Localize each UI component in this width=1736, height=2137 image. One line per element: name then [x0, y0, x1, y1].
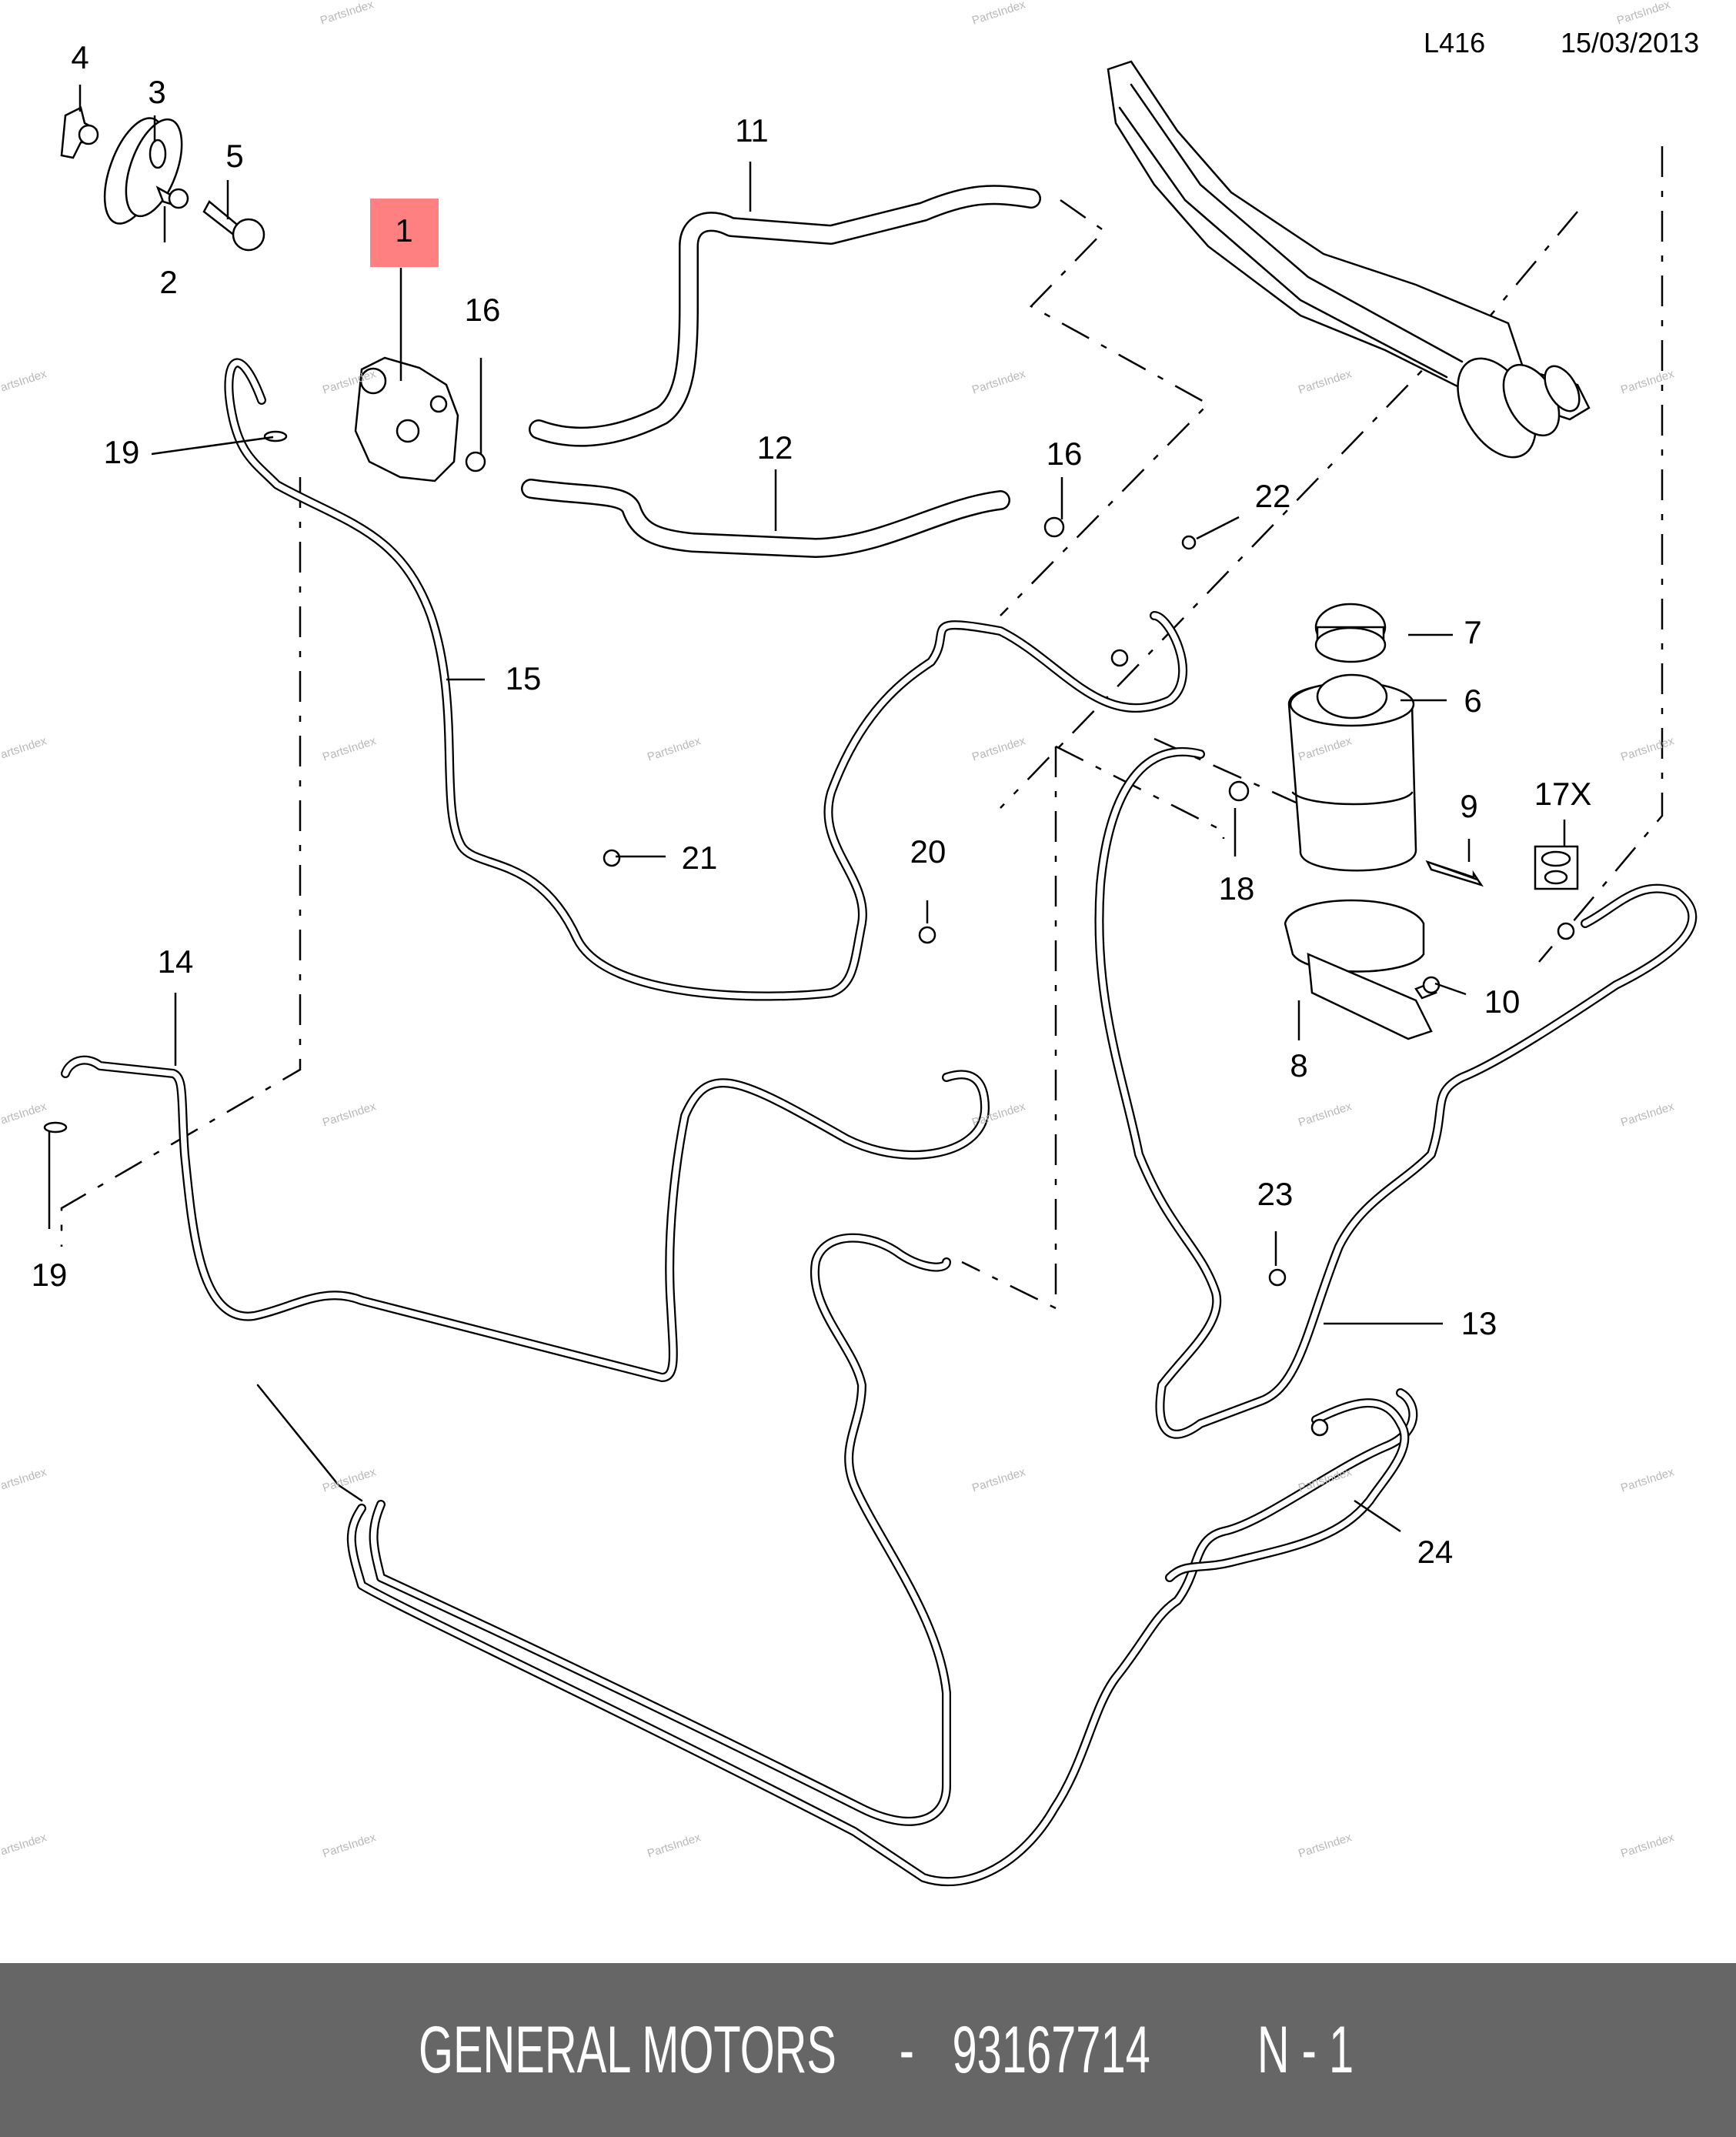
- callout-22[interactable]: 22: [1254, 478, 1291, 514]
- steering-rack: [1107, 60, 1591, 459]
- leader-lines: [48, 85, 1566, 1533]
- callout-5[interactable]: 5: [225, 138, 244, 174]
- footer-part-number: 93167714: [952, 2012, 1150, 2087]
- callout-8[interactable]: 8: [1290, 1047, 1308, 1084]
- callout-18[interactable]: 18: [1218, 870, 1255, 907]
- hose-11: [529, 185, 1041, 447]
- diagram-date: 15/03/2013: [1561, 27, 1700, 58]
- diagram-drawing: [43, 60, 1698, 1887]
- cooler-lines: [256, 1233, 1418, 1887]
- highlight-callout-1: [370, 199, 439, 267]
- callout-16-lower[interactable]: 16: [1046, 436, 1083, 472]
- callout-12[interactable]: 12: [756, 429, 793, 466]
- callout-9[interactable]: 9: [1460, 788, 1478, 824]
- callout-17x[interactable]: 17X: [1534, 776, 1592, 812]
- pressure-line-15: [224, 358, 1188, 1001]
- callout-3[interactable]: 3: [148, 74, 166, 110]
- callout-7[interactable]: 7: [1464, 614, 1482, 650]
- callout-21[interactable]: 21: [681, 840, 718, 876]
- footer-bar: GENERAL MOTORS - 93167714 N - 1: [0, 1963, 1736, 2137]
- power-steering-pump: [354, 356, 459, 482]
- diagram-code: L416: [1424, 27, 1486, 58]
- return-line-13: [1094, 746, 1698, 1439]
- callout-14[interactable]: 14: [157, 943, 194, 980]
- callout-24[interactable]: 24: [1417, 1534, 1454, 1570]
- callout-20[interactable]: 20: [910, 833, 946, 870]
- callout-13[interactable]: 13: [1461, 1305, 1497, 1341]
- pump-pulley-group: [60, 106, 265, 252]
- hose-12: [521, 479, 1010, 558]
- footer-brand: GENERAL MOTORS: [418, 2012, 836, 2087]
- reservoir-group: [1284, 603, 1579, 1040]
- line-24: [1165, 1398, 1410, 1582]
- callout-4[interactable]: 4: [71, 39, 89, 75]
- callout-15[interactable]: 15: [505, 660, 542, 696]
- footer-caption: GENERAL MOTORS - 93167714 N - 1: [0, 1963, 1736, 2137]
- line-14: [61, 1055, 990, 1382]
- callout-2[interactable]: 2: [159, 264, 178, 300]
- callout-16-upper[interactable]: 16: [464, 292, 501, 328]
- callout-19-upper[interactable]: 19: [103, 434, 140, 470]
- callout-1[interactable]: 1: [395, 212, 413, 249]
- callout-10[interactable]: 10: [1484, 983, 1521, 1020]
- callout-23[interactable]: 23: [1257, 1176, 1294, 1212]
- footer-separator: -: [898, 2012, 914, 2087]
- callout-19-lower[interactable]: 19: [31, 1257, 68, 1293]
- footer-page: N - 1: [1256, 2012, 1354, 2087]
- clamps-and-bolts: [43, 430, 1575, 1437]
- callout-6[interactable]: 6: [1464, 683, 1482, 719]
- parts-diagram: L416 15/03/2013 1 2 3 4 5 6 7 8 9 10 11 …: [0, 0, 1700, 1887]
- callout-11[interactable]: 11: [735, 112, 769, 149]
